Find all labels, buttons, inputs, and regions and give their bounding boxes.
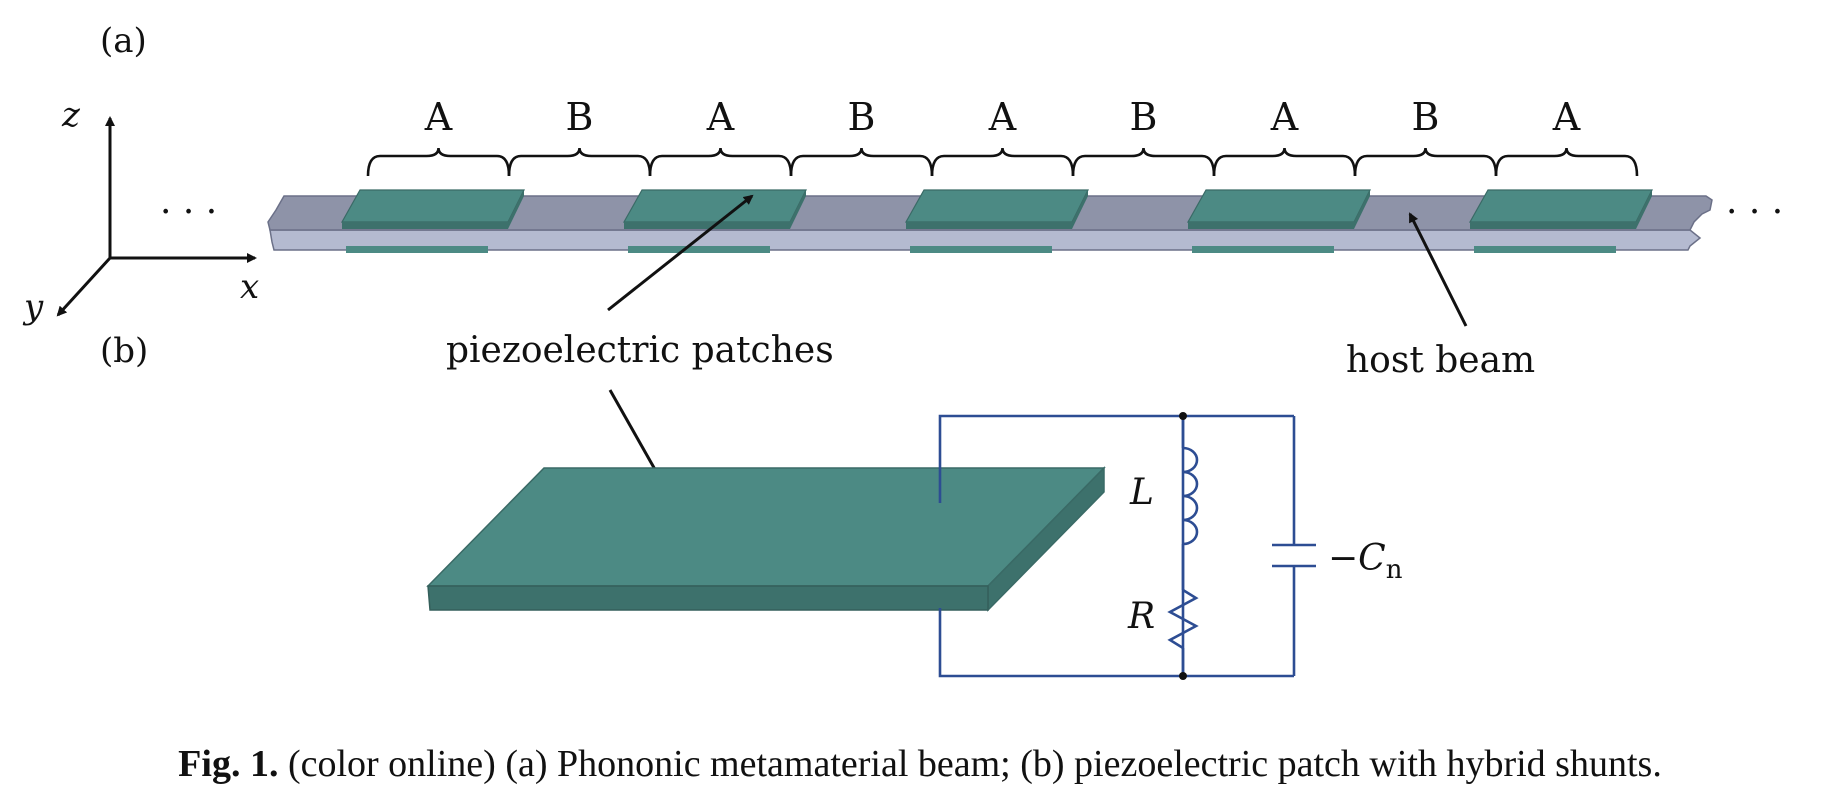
cell-brace (507, 147, 652, 177)
caption-label: Fig. 1. (178, 743, 279, 785)
piezo-patch-bottom (910, 246, 1052, 253)
panel-b-label: (b) (100, 331, 148, 371)
piezo-patch-top (1468, 189, 1653, 223)
figure-caption: Fig. 1. (color online) (a) Phononic meta… (0, 742, 1840, 786)
piezo-patch-side (1188, 222, 1354, 229)
shunt-circuit (938, 414, 1316, 678)
axis-label-y: y (22, 287, 44, 327)
piezo-patch (1186, 189, 1371, 253)
piezo-patch-bottom (346, 246, 488, 253)
cell-brace (648, 147, 793, 177)
piezo-patch-edge (1636, 190, 1652, 229)
cell-brace (1494, 147, 1639, 177)
cell-brace (789, 147, 934, 177)
piezo-patch (1468, 189, 1653, 253)
piezo-patch-bottom (1192, 246, 1334, 253)
piezo-patch-top (622, 189, 807, 223)
cell-brace (1353, 147, 1498, 177)
inductor-coil (1182, 446, 1199, 546)
cell-brace (366, 147, 511, 177)
piezo-patch (340, 189, 525, 253)
piezo-patch-side (342, 222, 508, 229)
panel-a-label: (a) (100, 21, 147, 61)
resistor-zigzag (1167, 588, 1199, 650)
piezo-patches (340, 189, 1653, 253)
cell-label: B (1130, 95, 1158, 139)
piezo-patch-side (1470, 222, 1636, 229)
caption-text: (color online) (a) Phononic metamaterial… (278, 743, 1662, 785)
capacitor-label-sub: n (1386, 555, 1403, 585)
cell-label: A (988, 95, 1017, 139)
junction-top (1179, 412, 1187, 420)
cell-label: A (1270, 95, 1299, 139)
cell-label: A (424, 95, 453, 139)
junction-bottom (1179, 672, 1187, 680)
ellipsis-left: · · · (160, 192, 217, 233)
patches-annotation: piezoelectric patches (446, 330, 834, 371)
resistor-label: R (1127, 596, 1155, 637)
cell-label: A (1552, 95, 1581, 139)
piezo-patch-bottom (1474, 246, 1616, 253)
large-piezo-patch (426, 466, 1106, 612)
axis-label-z: z (61, 95, 81, 135)
piezo-patch-edge (1354, 190, 1370, 229)
piezo-patch-top (1186, 189, 1371, 223)
cell-label: B (566, 95, 594, 139)
ellipsis-right: · · · (1726, 192, 1783, 233)
piezo-patch (904, 189, 1089, 253)
cell-brace (1071, 147, 1216, 177)
capacitor-label: −Cn (1328, 538, 1403, 585)
cell-label: B (848, 95, 876, 139)
piezo-patch-edge (790, 190, 806, 229)
piezo-patch-bottom (628, 246, 770, 253)
inductor-label: L (1129, 472, 1154, 513)
piezo-patch-top (340, 189, 525, 223)
coordinate-axes (56, 116, 257, 317)
cell-brace (930, 147, 1075, 177)
cell-label: B (1412, 95, 1440, 139)
piezo-patch-edge (1072, 190, 1088, 229)
axis-label-x: x (240, 267, 259, 307)
cell-brace (1212, 147, 1357, 177)
piezo-patch-edge (508, 190, 524, 229)
piezo-patch (622, 189, 807, 253)
piezo-patch-side (906, 222, 1072, 229)
piezo-patch-side (624, 222, 790, 229)
capacitor-label-main: −C (1328, 538, 1386, 579)
piezo-patch-top (904, 189, 1089, 223)
beam-annotation: host beam (1346, 340, 1535, 381)
cell-label: A (706, 95, 735, 139)
